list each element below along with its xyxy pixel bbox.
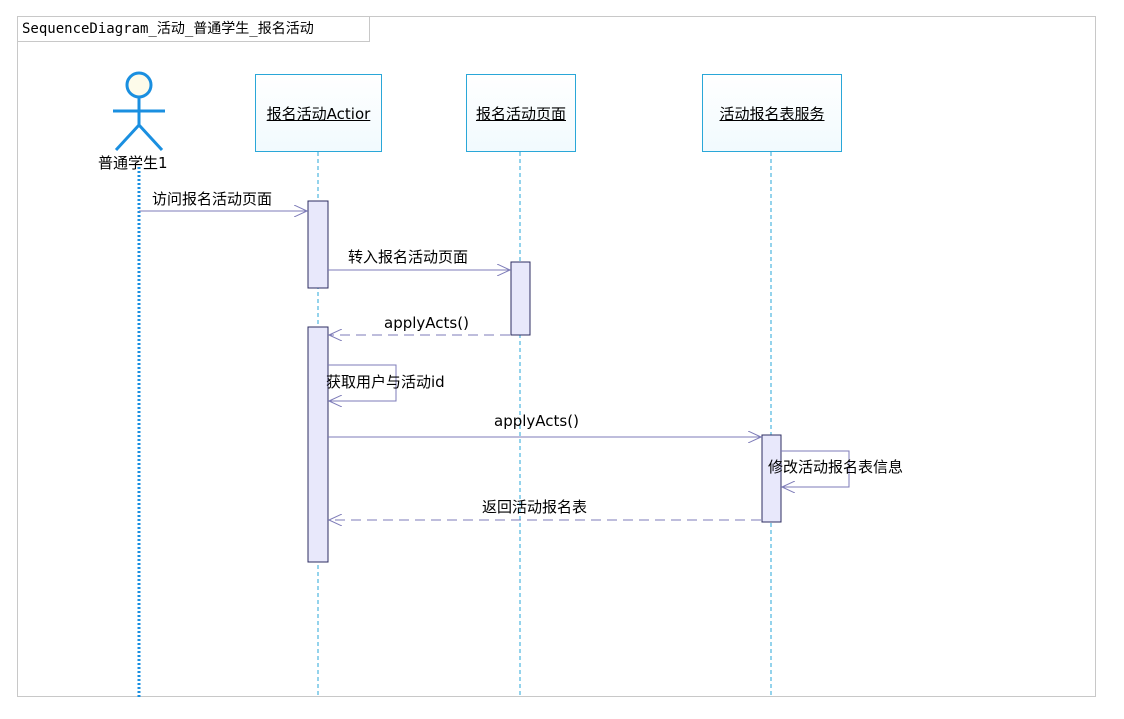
frame-title-divider-vertical	[369, 16, 370, 42]
message-label: 访问报名活动页面	[152, 190, 272, 208]
message-label: 返回活动报名表	[482, 498, 587, 516]
object-box-action[interactable]: 报名活动Actior	[255, 74, 382, 152]
message-label: 获取用户与活动id	[326, 373, 445, 391]
actor-stick-figure-icon	[113, 71, 165, 152]
message-label: 转入报名活动页面	[348, 248, 468, 266]
actor-label: 普通学生1	[98, 154, 168, 172]
frame-title: SequenceDiagram_活动_普通学生_报名活动	[22, 21, 314, 37]
frame-title-divider	[17, 41, 369, 42]
activation-bar	[307, 326, 329, 563]
activation-bar	[307, 200, 329, 289]
object-label: 报名活动页面	[475, 104, 566, 123]
diagram-frame	[17, 16, 1096, 697]
activation-bar	[510, 261, 531, 336]
object-box-page[interactable]: 报名活动页面	[466, 74, 576, 152]
message-label: applyActs()	[494, 412, 579, 430]
activation-bar	[761, 434, 782, 523]
self-message-arrow	[328, 364, 397, 401]
object-label: 报名活动Actior	[266, 104, 371, 123]
self-message-arrow	[781, 450, 850, 487]
object-label: 活动报名表服务	[719, 104, 825, 123]
message-label: 修改活动报名表信息	[768, 458, 903, 476]
object-box-service[interactable]: 活动报名表服务	[702, 74, 842, 152]
message-label: applyActs()	[384, 314, 469, 332]
